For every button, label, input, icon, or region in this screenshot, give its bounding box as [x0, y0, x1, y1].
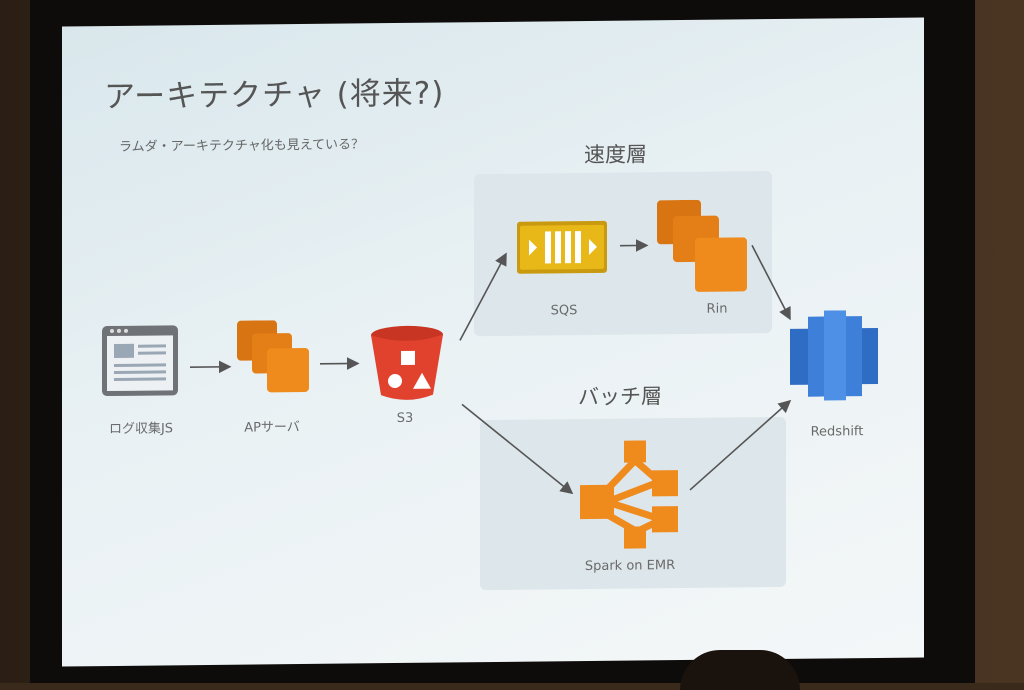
- ec2-instances-icon: [237, 320, 317, 405]
- s3-label: S3: [335, 410, 475, 426]
- slide: アーキテクチャ (将来?) ラムダ・アーキテクチャ化も見えている？ 速度層 バッ…: [62, 17, 924, 666]
- browser-icon: [100, 323, 182, 404]
- sqs-queue-icon: [517, 217, 609, 284]
- rin-label: Rin: [647, 301, 787, 317]
- redshift-label: Redshift: [767, 424, 907, 440]
- ap-label: APサーバ: [202, 416, 342, 436]
- emr-label: Spark on EMR: [560, 558, 700, 574]
- emr-cluster-icon: [580, 440, 680, 555]
- redshift-icon: [790, 310, 880, 407]
- audience-head-silhouette: [680, 650, 800, 690]
- sqs-label: SQS: [494, 303, 634, 319]
- ec2-instances-icon: [657, 199, 753, 300]
- log-label: ログ収集JS: [71, 417, 211, 437]
- s3-bucket-icon: [367, 324, 447, 409]
